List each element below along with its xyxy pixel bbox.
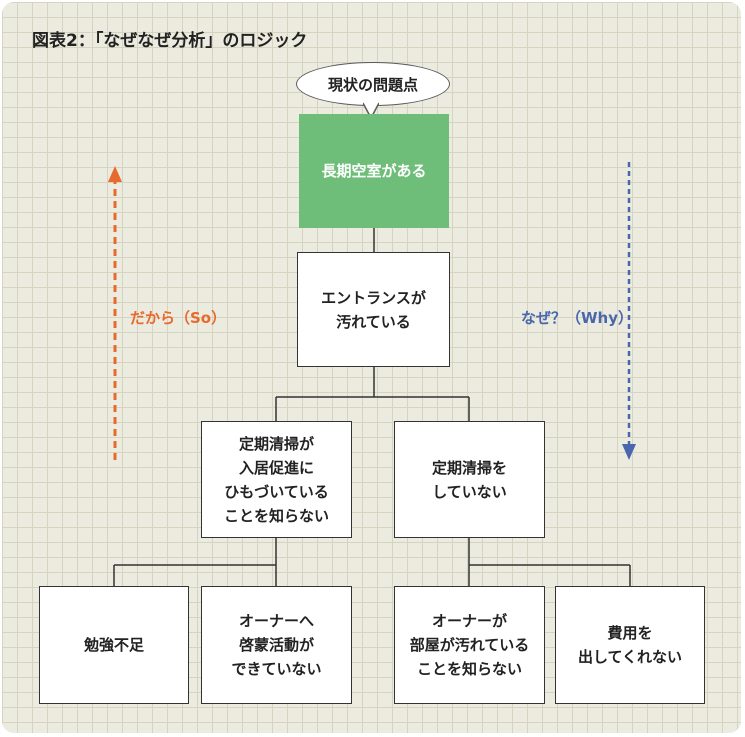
leaf-node-3: オーナーが 部屋が汚れている ことを知らない	[394, 586, 545, 704]
level2-left-node: 定期清掃が 入居促進に ひもづいている ことを知らない	[201, 421, 352, 538]
root-node: 長期空室がある	[299, 114, 449, 228]
so-arrow	[108, 166, 122, 460]
leaf-node-1: 勉強不足	[39, 586, 189, 704]
leaf-node-2: オーナーへ 啓蒙活動が できていない	[201, 586, 352, 704]
level2-right-node: 定期清掃を していない	[394, 421, 545, 538]
level1-node: エントランスが 汚れている	[297, 252, 450, 367]
why-label: なぜ？（Why）	[521, 309, 634, 327]
why-arrow	[622, 162, 636, 460]
so-label: だから（So）	[130, 309, 227, 327]
figure-title: 図表2：「なぜなぜ分析」のロジック	[32, 31, 308, 51]
leaf-node-4: 費用を 出してくれない	[555, 586, 705, 704]
